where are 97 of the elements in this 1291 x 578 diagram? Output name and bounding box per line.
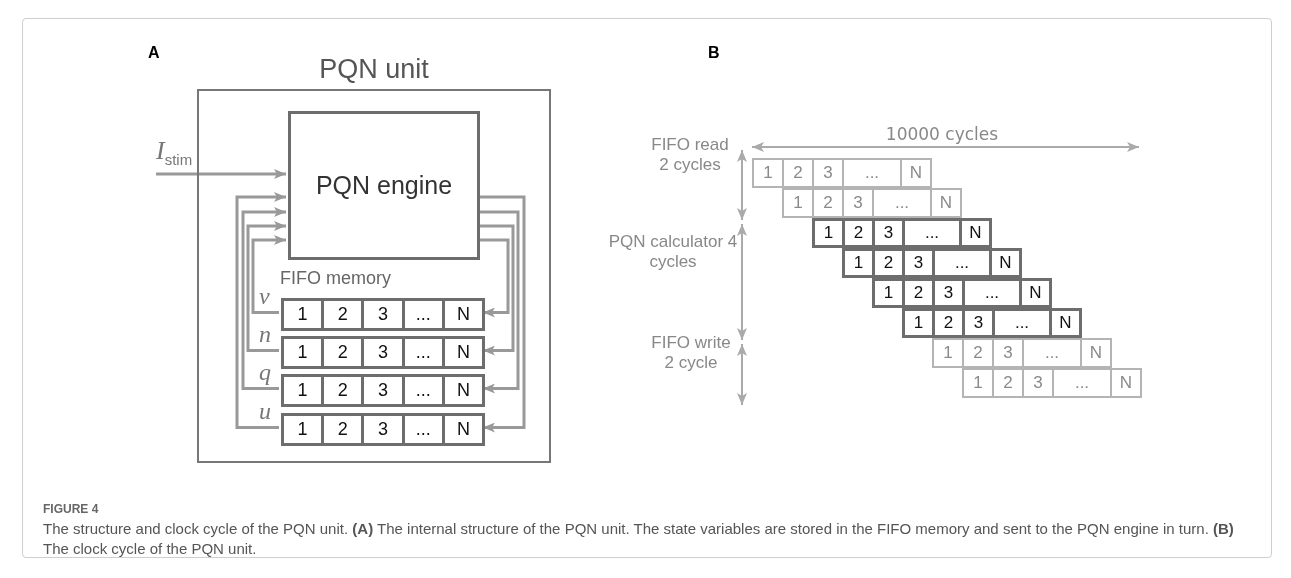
memory-cell-text: N [455,379,471,402]
memory-cell: ... [404,301,445,328]
cycle-cell: 1 [815,221,845,245]
cycle-cell-text: N [1058,312,1073,334]
cycle-cell: ... [995,311,1052,335]
cycle-row [962,368,1142,398]
cycle-cell: ... [965,281,1022,305]
unit-title: PQN unit [318,53,430,86]
cycle-cell: 3 [994,340,1024,366]
phase-label: FIFO write 2 cycle [650,333,732,373]
cycle-cell-text: N [1118,372,1134,394]
memory-cell: ... [404,377,445,404]
memory-cell: ... [404,416,445,443]
variable-label: u [259,399,271,423]
arrow [478,210,520,394]
arrow [251,235,286,314]
cycle-cell: ... [1024,340,1082,366]
figure-number: FIGURE 4 [43,502,99,516]
cycle-cell: 3 [875,221,905,245]
arrow [246,221,286,352]
memory-heading: FIFO memory [280,268,391,289]
memory-row [281,413,485,446]
cycle-cell: 1 [934,340,964,366]
arrow [478,238,510,318]
cycle-cell: 2 [875,251,905,275]
cycle-cell: 2 [814,190,844,216]
cycle-cell: ... [874,190,932,216]
cycle-cell: 1 [905,311,935,335]
panel-letter: B [708,44,720,62]
memory-cell: 3 [364,377,405,404]
memory-cell: 1 [284,301,325,328]
cycle-cell-text: N [1028,282,1043,304]
cycle-row [842,248,1022,278]
input-label: I$_{stim}$ [156,136,198,178]
memory-cell: 1 [284,377,325,404]
cycle-cell: 2 [845,221,875,245]
cycle-cell: 2 [994,370,1024,396]
cycle-row [782,188,962,218]
cycle-cell: 3 [935,281,965,305]
cycle-cell: 1 [875,281,905,305]
cycle-cell: ... [844,160,902,186]
cycle-cell: 3 [814,160,844,186]
cycle-cell: 2 [784,160,814,186]
cycle-cell: 1 [784,190,814,216]
dimension-label: 10000 cycles [884,124,1000,144]
memory-cell: 2 [324,301,365,328]
cycle-cell: ... [935,251,992,275]
cycle-cell-text: N [908,162,924,184]
caption: The structure and clock cycle of the PQN unit. (A) The internal structure of the PQN unit. The state variables are stored in the FIFO memory and sent to the PQN engine in turn. (B) The clock cycle of the PQN unit. [43,519,1235,559]
cycle-cell: 2 [964,340,994,366]
cycle-row [812,218,992,248]
memory-row [281,374,485,407]
arrow [235,192,286,429]
memory-cell-text: N [455,303,471,326]
cycle-cell-text: N [998,252,1013,274]
arrow [241,207,286,390]
memory-row [281,298,485,331]
memory-cell: 2 [324,339,365,366]
memory-cell-text: N [455,418,471,441]
panel-letter: A [148,44,160,62]
arrow [156,169,286,179]
cycle-cell: 3 [965,311,995,335]
cycle-row [902,308,1082,338]
memory-cell-text: N [455,341,471,364]
memory-cell: ... [404,339,445,366]
cycle-cell: 1 [845,251,875,275]
cycle-cell: ... [905,221,962,245]
variable-label: n [259,322,271,346]
cycle-cell: 1 [754,160,784,186]
memory-cell: 3 [364,339,405,366]
cycle-cell: 2 [935,311,965,335]
memory-cell: 3 [364,301,405,328]
cycle-cell: 3 [1024,370,1054,396]
cycle-cell: 3 [905,251,935,275]
variable-label: v [259,284,270,308]
cycle-cell-text: N [938,192,954,214]
cycle-cell: 1 [964,370,994,396]
memory-cell: 1 [284,416,325,443]
memory-row [281,336,485,369]
memory-cell: 2 [324,416,365,443]
cycle-cell: 3 [844,190,874,216]
cycle-row [872,278,1052,308]
cycle-cell-text: N [968,222,983,244]
arrow [478,224,515,356]
cycle-row [932,338,1112,368]
variable-label: q [259,360,271,384]
cycle-cell: ... [1054,370,1112,396]
cycle-cell: 2 [905,281,935,305]
cycle-row [752,158,932,188]
phase-label: PQN calculator 4 cycles [608,232,738,272]
arrow [478,195,526,433]
memory-cell: 1 [284,339,325,366]
memory-cell: 2 [324,377,365,404]
engine-box: PQN engine [288,111,480,260]
phase-label: FIFO read 2 cycles [650,135,730,175]
cycle-cell-text: N [1088,342,1104,364]
memory-cell: 3 [364,416,405,443]
